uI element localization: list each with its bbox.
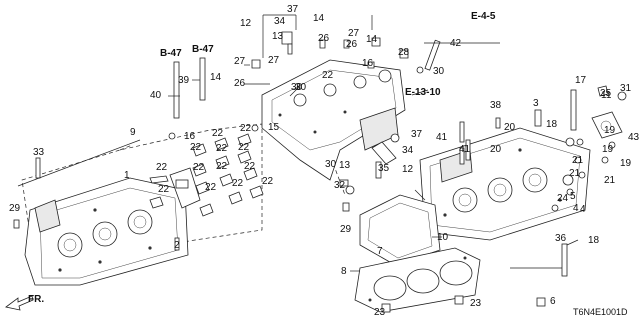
- diagram-artwork: [5, 14, 627, 313]
- callout-label: 29: [9, 203, 21, 214]
- callout-label: 26: [234, 78, 246, 89]
- callout-label: 3: [533, 98, 539, 109]
- callout-label: 23: [470, 298, 482, 309]
- callout-label: 20: [490, 144, 502, 155]
- callout-label: 37: [411, 129, 423, 140]
- ref-e-13-10: E-13-10: [405, 87, 441, 98]
- callout-label: 22: [244, 161, 256, 172]
- callout-label: 27: [268, 55, 280, 66]
- callout-label: 27: [234, 56, 246, 67]
- callout-label: 42: [450, 38, 462, 49]
- callout-label: 13: [272, 31, 284, 42]
- callout-label: 12: [402, 164, 414, 175]
- callout-label: 18: [546, 119, 558, 130]
- callout-label: 23: [374, 307, 386, 318]
- callout-label: 22: [205, 182, 217, 193]
- pins-and-bolts-right: [459, 85, 627, 277]
- callout-labels: E-4-5 B-47 B-47 E-13-10 3734121314272627…: [9, 4, 640, 318]
- callout-label: 16: [362, 58, 374, 69]
- callout-label: 31: [620, 83, 632, 94]
- left-cylinder-head: [24, 177, 189, 286]
- callout-label: 22: [238, 142, 250, 153]
- callout-label: 9: [130, 127, 136, 138]
- callout-label: 22: [156, 162, 168, 173]
- cam-actuator: [339, 133, 400, 187]
- callout-label: 13: [339, 160, 351, 171]
- callout-label: 41: [436, 132, 448, 143]
- callout-label: 34: [402, 145, 414, 156]
- callout-label: 21: [572, 155, 584, 166]
- leader-lines: [17, 14, 579, 272]
- callout-label: 17: [575, 75, 587, 86]
- callout-label: 37: [287, 4, 299, 15]
- callout-label: 22: [193, 162, 205, 173]
- callout-label: 30: [295, 82, 307, 93]
- callout-label: 26: [318, 33, 330, 44]
- callout-label: 22: [216, 161, 228, 172]
- ref-e-4-5: E-4-5: [471, 11, 496, 22]
- callout-label: 21: [569, 168, 581, 179]
- callout-label: 22: [240, 123, 252, 134]
- callout-label: 22: [322, 70, 334, 81]
- callout-label: 5: [570, 191, 576, 202]
- callout-label: 7: [377, 246, 383, 257]
- callout-label: 12: [240, 18, 252, 29]
- callout-label: 33: [33, 147, 45, 158]
- callout-label: 15: [268, 122, 280, 133]
- front-arrow-icon: [5, 295, 34, 311]
- callout-label: 30: [433, 66, 445, 77]
- callout-label: 35: [378, 163, 390, 174]
- rocker-arms-left: [149, 133, 264, 217]
- callout-label: 14: [366, 34, 378, 45]
- callout-label: 38: [490, 100, 502, 111]
- callout-label: 43: [628, 132, 640, 143]
- callout-label: 21: [604, 175, 616, 186]
- callout-label: 32: [334, 180, 346, 191]
- callout-label: 19: [620, 158, 632, 169]
- callout-label: 22: [216, 143, 228, 154]
- callout-label: 11: [601, 90, 612, 101]
- callout-label: 2: [174, 240, 180, 251]
- callout-label: 6: [550, 296, 556, 307]
- callout-label: 22: [262, 176, 274, 187]
- callout-label: 10: [437, 232, 449, 243]
- callout-label: 19: [604, 125, 616, 136]
- front-label: FR.: [28, 294, 44, 305]
- part-code: T6N4E1001D: [573, 307, 628, 317]
- callout-label: 29: [340, 224, 352, 235]
- pins-and-bolts-left: [13, 57, 259, 251]
- head-gasket: [354, 247, 546, 313]
- valve-cover: [342, 185, 441, 266]
- callout-label: 8: [341, 266, 347, 277]
- callout-label: 34: [274, 16, 286, 27]
- callout-label: 24: [557, 193, 569, 204]
- callout-label: 30: [325, 159, 337, 170]
- callout-label: 22: [158, 184, 170, 195]
- callout-label: 20: [504, 122, 516, 133]
- upper-camshaft-housing: [251, 31, 441, 181]
- callout-label: 30: [291, 82, 303, 93]
- callout-label: 41: [459, 144, 471, 155]
- callout-label: 22: [232, 178, 244, 189]
- callout-label: 18: [588, 235, 600, 246]
- ref-b-47-b: B-47: [192, 44, 214, 55]
- callout-label: 16: [184, 131, 196, 142]
- callout-label: 27: [348, 28, 360, 39]
- callout-label: 25: [600, 88, 612, 99]
- callout-label: 4: [580, 204, 586, 215]
- callout-label: 19: [602, 144, 614, 155]
- callout-label: 36: [555, 233, 567, 244]
- callout-label: 14: [313, 13, 325, 24]
- ref-b-47-a: B-47: [160, 48, 182, 59]
- callout-label: 1: [124, 170, 130, 181]
- callout-label: 39: [178, 75, 190, 86]
- callout-label: 14: [210, 72, 222, 83]
- callout-label: 28: [398, 47, 410, 58]
- callout-label: 4: [573, 203, 579, 214]
- callout-label: 22: [190, 142, 202, 153]
- callout-label: 22: [212, 128, 224, 139]
- callout-label: 26: [346, 39, 358, 50]
- callout-label: 40: [150, 90, 162, 101]
